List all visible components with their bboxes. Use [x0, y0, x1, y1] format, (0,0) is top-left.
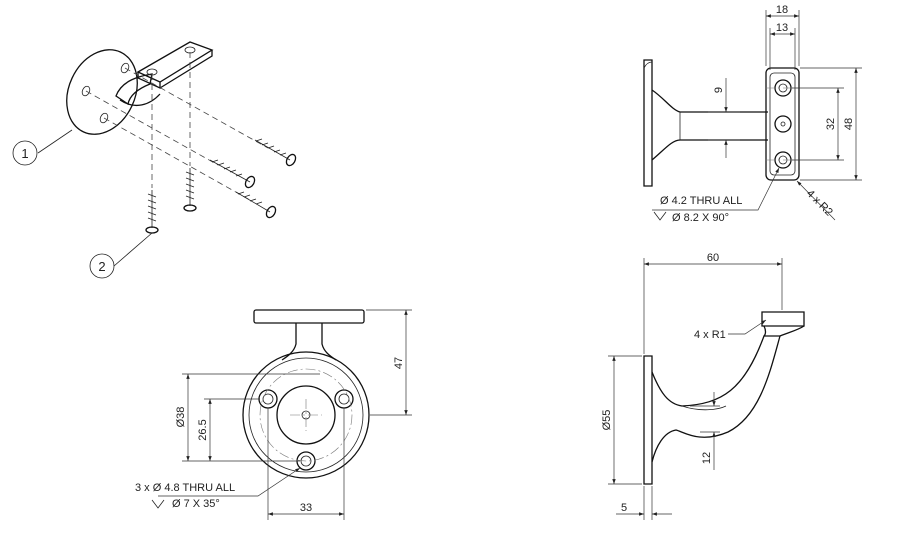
dim-side-60: 60: [707, 252, 719, 264]
right-view-wall-plate: [643, 59, 653, 187]
side-view: 60 4 x R1 Ø55 12 5: [601, 252, 805, 520]
dim-front-47: 47: [393, 357, 405, 369]
side-view-saddle: [761, 311, 805, 327]
callout-1-label: 1: [21, 146, 28, 161]
dim-side-radius: 4 x R1: [694, 329, 726, 341]
rail-screw-2: [183, 168, 197, 212]
front-view-plate-outer: [242, 351, 370, 479]
right-hole-note-1: Ø 4.2 THRU ALL: [660, 195, 742, 207]
dim-right-corner-radius: 4 x R2: [804, 188, 835, 219]
dim-right-9: 9: [713, 87, 725, 93]
front-hole-note-2: Ø 7 X 35°: [172, 498, 220, 510]
wall-screw-3: [235, 191, 277, 219]
dim-front-33: 33: [300, 502, 312, 514]
right-hole-note-2: Ø 8.2 X 90°: [672, 212, 729, 224]
dim-right-18: 18: [776, 4, 788, 16]
isometric-assembly-view: 1 2: [12, 41, 297, 279]
bracket-saddle: [136, 41, 214, 83]
callout-balloon-1: [12, 140, 38, 166]
side-view-arm: [651, 335, 781, 463]
right-side-view: 18 13 9 32 48 4 x R2 Ø 4.2 THRU ALL Ø 8.…: [643, 4, 862, 224]
side-view-wall-plate: [643, 355, 653, 485]
front-hole-note-1: 3 x Ø 4.8 THRU ALL: [135, 482, 235, 494]
right-view-arm: [651, 89, 768, 161]
dim-right-32: 32: [825, 118, 837, 130]
front-view: 47 Ø38 26.5 33 3 x Ø 4.8 THRU ALL Ø 7 X …: [135, 309, 412, 520]
wall-screw-2: [209, 159, 256, 189]
rail-screw-1: [145, 190, 159, 234]
dim-front-26-5: 26.5: [197, 419, 209, 440]
dim-right-48: 48: [843, 118, 855, 130]
dim-side-12: 12: [701, 452, 713, 464]
callout-2-label: 2: [98, 259, 105, 274]
wall-plate: [66, 49, 138, 135]
front-view-saddle: [253, 309, 365, 324]
callout-balloon-2: [89, 253, 115, 279]
dim-front-dia38: Ø38: [175, 407, 187, 428]
dim-right-13: 13: [776, 22, 788, 34]
dim-side-5: 5: [621, 502, 627, 514]
wall-screw-1: [254, 138, 297, 167]
right-view-saddle: [765, 67, 800, 181]
dim-side-dia55: Ø55: [601, 410, 613, 431]
